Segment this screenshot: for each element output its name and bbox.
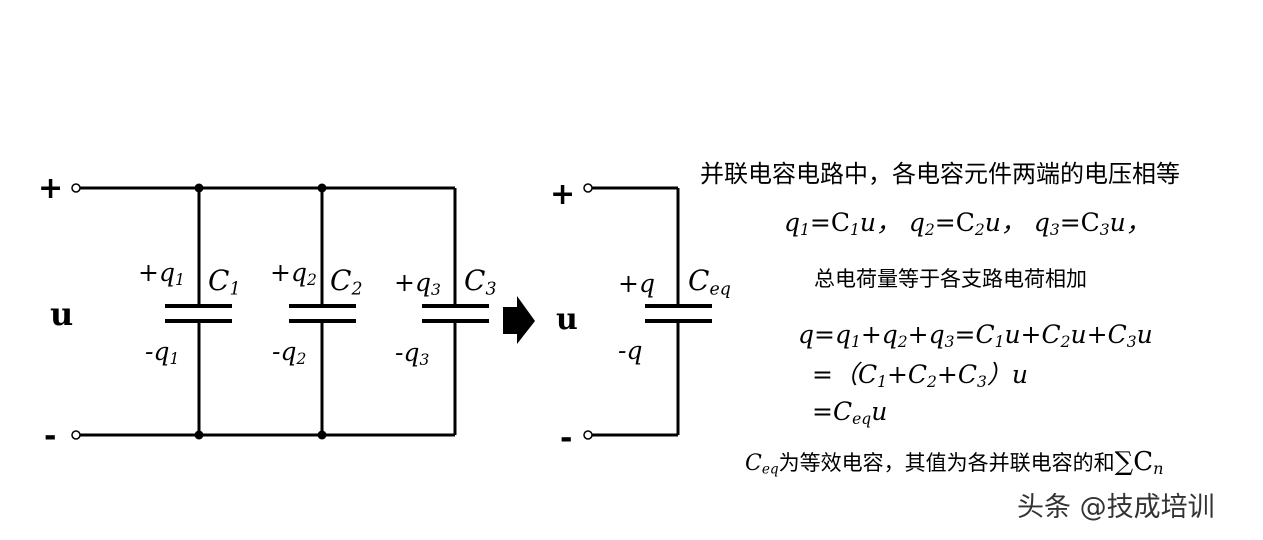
left-circuit [79,186,489,437]
charge-equations: q1=C1u， q2=C2u， q3=C3u， [784,208,1151,239]
statement-voltage-equal: 并联电容电路中，各电容元件两端的电压相等 [700,160,1180,188]
left-plus-terminal [71,183,81,193]
right-minus-terminal [583,430,593,440]
cap2-label: C2 [330,264,363,300]
cap1-label: C1 [208,264,241,300]
right-plus-terminal [583,183,593,193]
left-minus-terminal [71,430,81,440]
right-voltage-label: u [556,302,578,337]
statement-total-charge: 总电荷量等于各支路电荷相加 [814,267,1087,291]
ceq-plus-charge: +q [618,269,655,298]
cap2-plus-charge: +q2 [270,258,317,289]
total-charge-equation: q=q1+q2+q3=C1u+C2u+C3u [798,320,1153,351]
arrow-icon [503,296,535,344]
equivalent-definition: Ceq为等效电容，其值为各并联电容的和∑Cn [745,447,1164,479]
right-plus-sign: + [550,177,576,212]
left-plus-sign: + [38,171,64,206]
left-minus-sign: - [44,419,57,454]
sum-capacitance-equation: =（C1+C2+C3）u [812,360,1028,391]
cap1-minus-charge: -q1 [145,337,180,368]
ceq-label: Ceq [688,264,731,300]
cap3-label: C3 [464,264,497,300]
ceq-minus-charge: -q [618,336,643,365]
right-minus-sign: - [560,421,573,456]
left-voltage-label: u [50,295,74,333]
cap3-minus-charge: -q3 [395,338,430,369]
cap1-plus-charge: +q1 [138,258,185,289]
cap3-plus-charge: +q3 [394,268,441,299]
right-circuit [591,186,712,437]
cap2-minus-charge: -q2 [272,337,307,368]
watermark: 头条 @技成培训 [1017,492,1215,523]
equivalent-equation: =Cequ [812,397,888,428]
